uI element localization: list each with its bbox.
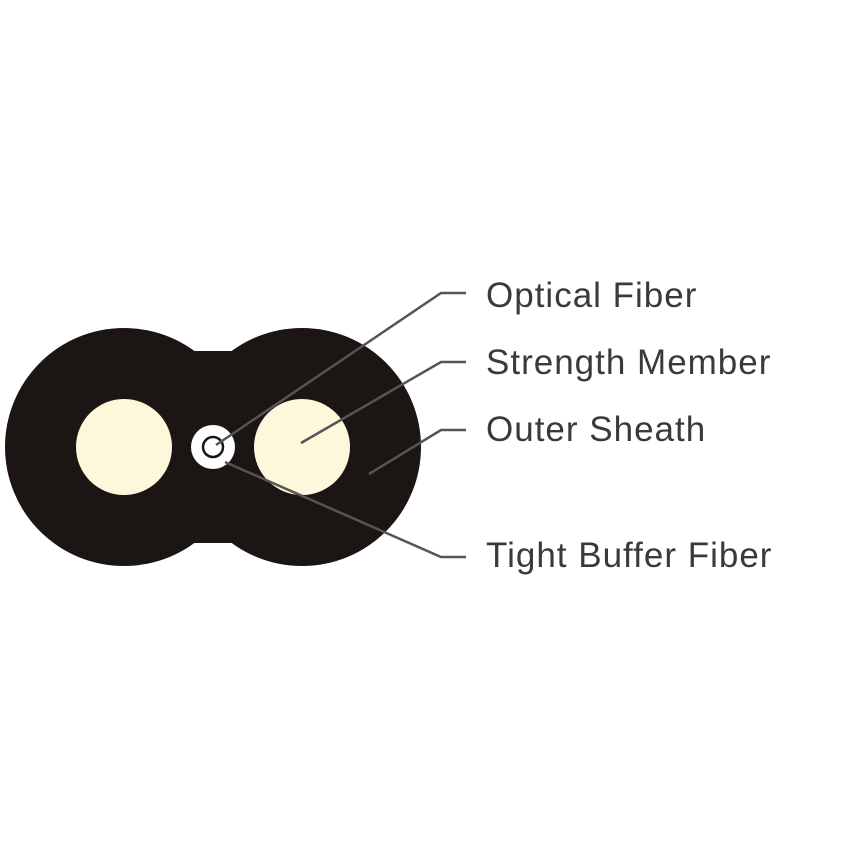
leader-line-tight-buffer-fiber xyxy=(224,460,466,559)
leader-line-optical-fiber xyxy=(215,291,466,447)
label-optical-fiber: Optical Fiber xyxy=(486,276,697,315)
strength-member-right xyxy=(254,399,350,495)
label-outer-sheath: Outer Sheath xyxy=(486,410,706,449)
leader-line-strength-member xyxy=(300,360,466,445)
tight-buffer-fiber xyxy=(191,425,235,469)
label-tight-buffer-fiber: Tight Buffer Fiber xyxy=(486,536,772,575)
strength-member-left xyxy=(76,399,172,495)
label-strength-member: Strength Member xyxy=(486,343,771,382)
leader-line-outer-sheath xyxy=(368,428,466,476)
